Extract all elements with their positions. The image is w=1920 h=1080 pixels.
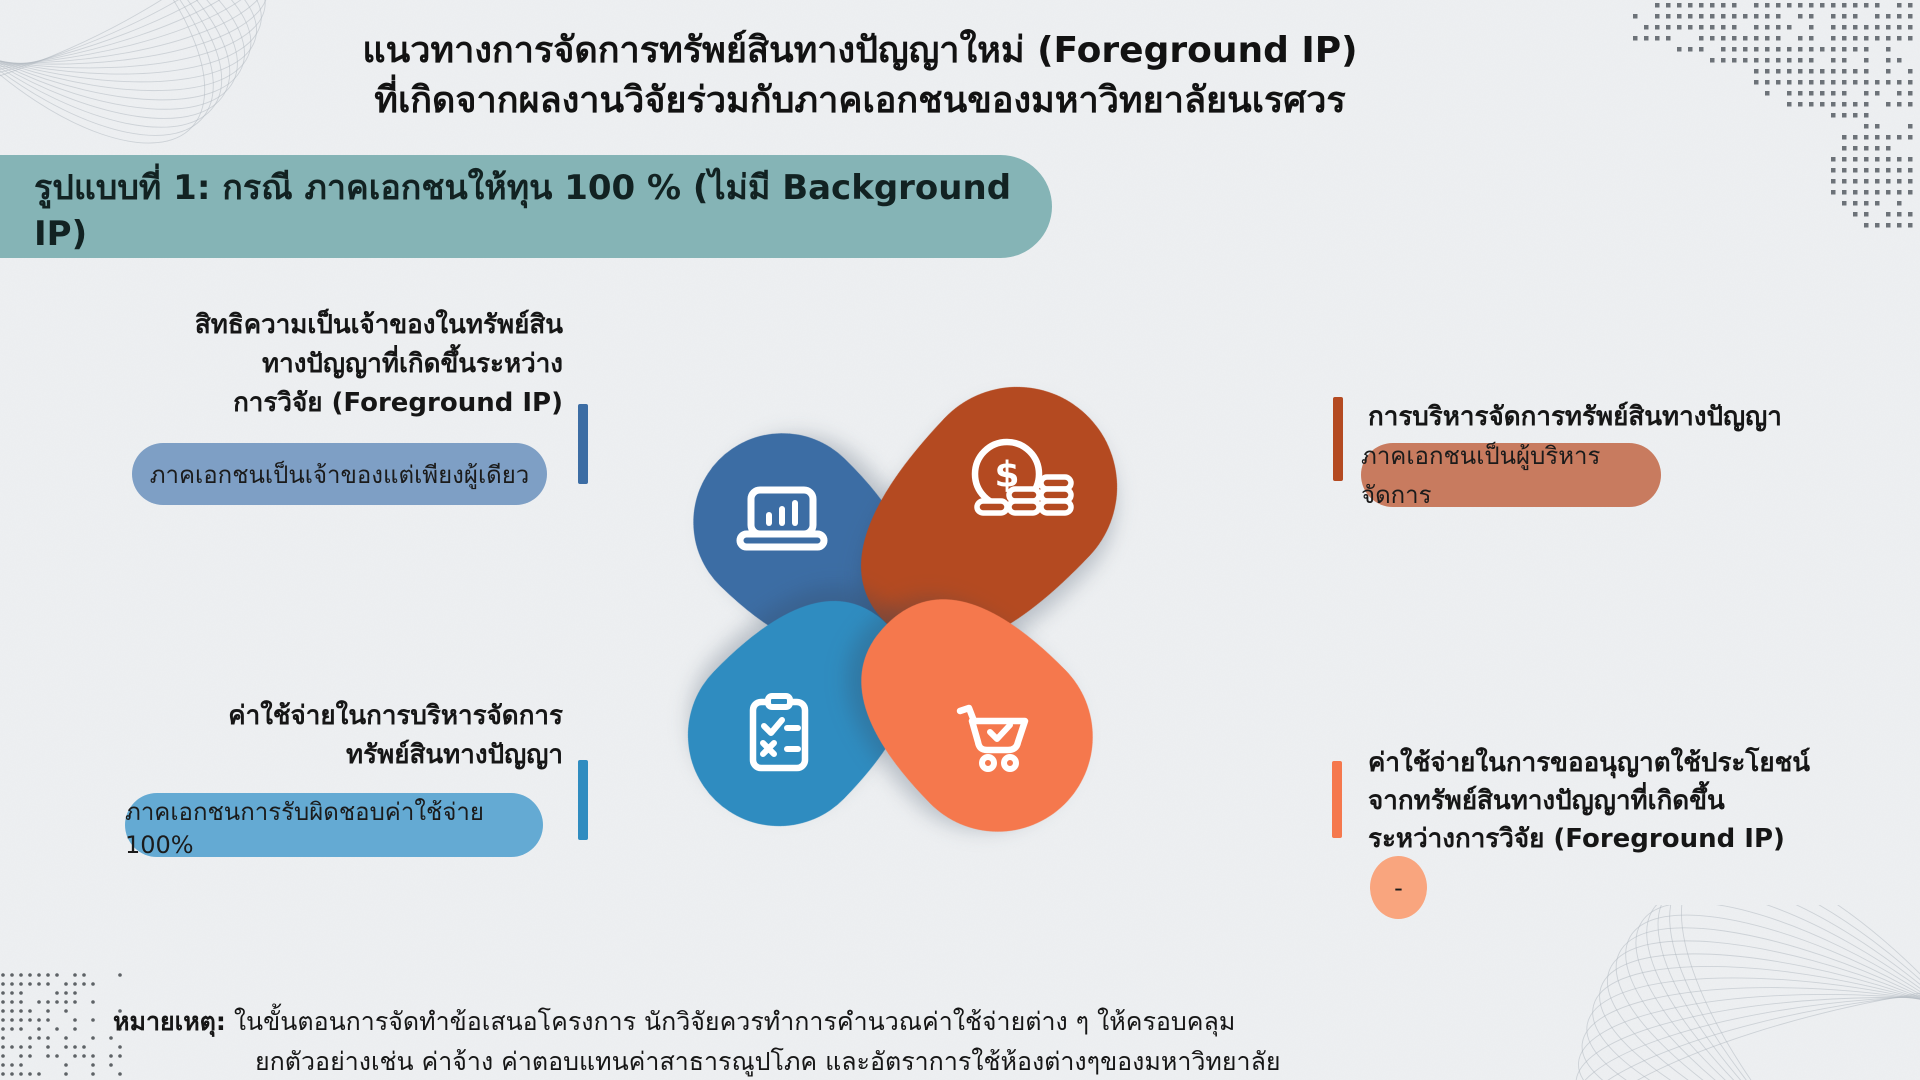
petal-management-cost	[687, 601, 912, 827]
petal-ownership	[693, 433, 910, 649]
pill-management: ภาคเอกชนเป็นผู้บริหารจัดการ	[1361, 442, 1661, 509]
wave-lines-decoration-bottom-right	[1574, 905, 1920, 1080]
heading-ownership: สิทธิความเป็นเจ้าของในทรัพย์สิน ทางปัญญา…	[194, 310, 563, 418]
heading-management: การบริหารจัดการทรัพย์สินทางปัญญา	[1368, 402, 1782, 432]
pill-license-cost: -	[1370, 856, 1427, 919]
page-title: แนวทางการจัดการทรัพย์สินทางปัญญาใหม่ (Fo…	[0, 26, 1720, 126]
accent-bar-management	[1333, 397, 1343, 481]
page-title-line2: ที่เกิดจากผลงานวิจัยร่วมกับภาคเอกชนของมห…	[374, 80, 1346, 121]
pill-management-cost: ภาคเอกชนการรับผิดชอบค่าใช้จ่าย 100%	[125, 793, 543, 859]
section-banner-label: รูปแบบที่ 1: กรณี ภาคเอกชนให้ทุน 100 % (…	[34, 167, 1012, 254]
heading-management-cost: ค่าใช้จ่ายในการบริหารจัดการ ทรัพย์สินทาง…	[228, 701, 563, 770]
footnote-line1: หมายเหตุ: ในขั้นตอนการจัดทำข้อเสนอโครงกา…	[113, 1007, 1236, 1036]
four-petal-diagram: $	[687, 386, 1118, 832]
footnote-line2: ยกตัวอย่างเช่น ค่าจ้าง ค่าตอบแทนค่าสาธาร…	[255, 1047, 1281, 1076]
page-title-line1: แนวทางการจัดการทรัพย์สินทางปัญญาใหม่ (Fo…	[362, 30, 1358, 71]
footnote: หมายเหตุ: ในขั้นตอนการจัดทำข้อเสนอโครงกา…	[113, 1002, 1281, 1080]
checklist-clipboard-icon	[749, 693, 809, 772]
petal-management	[861, 386, 1118, 647]
heading-license-cost: ค่าใช้จ่ายในการขออนุญาตใช้ประโยชน์ จากทร…	[1368, 748, 1810, 854]
accent-bar-license-cost	[1332, 761, 1342, 838]
pill-ownership: ภาคเอกชนเป็นเจ้าของแต่เพียงผู้เดียว	[132, 443, 547, 505]
cart-check-icon	[956, 704, 1029, 772]
accent-bar-ownership	[578, 404, 588, 484]
section-banner: รูปแบบที่ 1: กรณี ภาคเอกชนให้ทุน 100 % (…	[0, 155, 1052, 258]
coins-dollar-icon: $	[971, 438, 1074, 516]
petal-license-cost	[861, 599, 1093, 832]
accent-bar-management-cost	[578, 760, 588, 840]
laptop-chart-icon	[736, 486, 828, 551]
